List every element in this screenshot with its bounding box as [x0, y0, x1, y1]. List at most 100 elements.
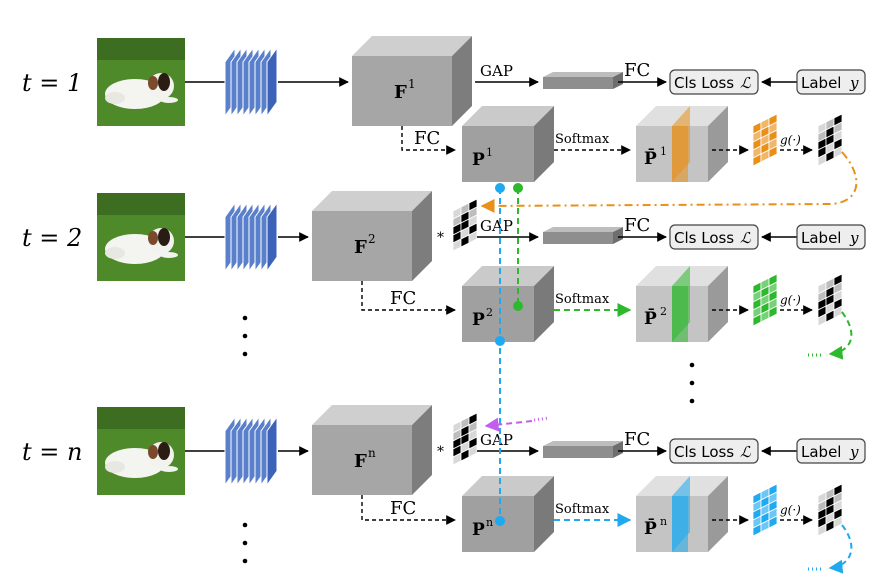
fc-label: FC — [624, 60, 650, 81]
grid-cell — [833, 145, 843, 159]
cube-side — [452, 36, 472, 126]
cube-side — [534, 266, 554, 342]
P-label: P — [472, 520, 485, 540]
F-sup: 2 — [368, 232, 376, 246]
cube-top — [312, 191, 432, 211]
fc-branch-label: FC — [390, 288, 416, 309]
cls-loss-symbol: ℒ — [740, 229, 752, 247]
cube-front — [312, 425, 412, 495]
dog-ear — [158, 228, 170, 246]
grid-cell — [833, 515, 843, 529]
dog-hind — [105, 92, 125, 104]
cls-loss-text: Cls Loss — [674, 74, 734, 92]
fc-label: FC — [624, 215, 650, 236]
photo-grass-dark — [97, 193, 185, 215]
cube-top — [462, 476, 554, 496]
F-sup: 1 — [408, 77, 416, 91]
label-symbol: y — [849, 74, 859, 92]
gap-label: GAP — [480, 62, 513, 80]
cube-side — [534, 476, 554, 552]
binary-mask-icon — [817, 113, 843, 167]
softmax-label: Softmax — [555, 132, 610, 147]
g-func-label: g(·) — [780, 293, 801, 307]
grid-cell — [833, 305, 843, 319]
grid-cell — [468, 444, 478, 458]
cube-side — [708, 266, 728, 342]
attention-grid-icon — [752, 273, 778, 327]
F-cube — [312, 405, 432, 495]
ellipsis-dot — [689, 380, 695, 386]
attention-grid-icon — [752, 113, 778, 167]
label-text: Label — [801, 229, 841, 247]
feature-stack-icon — [224, 46, 278, 118]
ellipsis-dot — [689, 362, 695, 368]
ellipsis-dot — [689, 398, 695, 404]
dog-photo — [97, 193, 185, 281]
grid-cell — [768, 145, 778, 159]
cube-side — [412, 405, 432, 495]
cube-front — [543, 77, 613, 89]
grid-cell — [768, 305, 778, 319]
F-label: F — [354, 451, 367, 472]
blue-dot-bottom — [495, 516, 505, 526]
ellipsis-dot — [242, 558, 248, 564]
fc-branch-label: FC — [414, 128, 440, 149]
Pbar-slice-front — [672, 126, 688, 182]
F-cube — [312, 191, 432, 281]
feature-map-slice — [266, 46, 278, 118]
cube-top — [312, 405, 432, 425]
label-symbol: y — [849, 443, 859, 461]
cube-front — [352, 56, 452, 126]
green-dot-bottom — [513, 301, 523, 311]
fc-elbow-arrow — [361, 495, 456, 525]
label-box — [796, 224, 866, 250]
fc-label: FC — [624, 429, 650, 450]
feature-map-slice — [266, 415, 278, 487]
photo-grass-dark — [97, 38, 185, 60]
binary-mask-icon — [817, 483, 843, 537]
F-label: F — [394, 82, 407, 103]
feature-map-slice — [266, 201, 278, 273]
ellipsis-dot — [242, 351, 248, 357]
dog-photo — [97, 407, 185, 495]
time-step-label: t = 1 — [22, 69, 82, 97]
cube-top — [543, 441, 623, 446]
feature-stack-icon — [224, 415, 278, 487]
orange-feedback-arrow — [480, 151, 858, 213]
feature-stack-icon — [224, 201, 278, 273]
cube-side — [534, 106, 554, 182]
dog-photo — [97, 38, 185, 126]
time-step-label: t = 2 — [22, 224, 82, 252]
grid-mask-icon — [452, 198, 478, 252]
P-cube — [462, 476, 554, 552]
P-label: P — [472, 310, 485, 330]
label-text: Label — [801, 74, 841, 92]
cube-side — [412, 191, 432, 281]
dog-hind — [105, 461, 125, 473]
cube-top — [543, 227, 623, 232]
green-curl-arrow — [828, 311, 853, 360]
cube-side — [613, 441, 623, 458]
gap-label: GAP — [480, 217, 513, 235]
green-dot-top — [513, 183, 523, 193]
ellipsis-dot — [242, 333, 248, 339]
dog-patch — [148, 76, 158, 90]
cube-front — [462, 126, 534, 182]
P-sup: n — [486, 516, 493, 529]
label-box — [796, 438, 866, 464]
pooled-vector — [543, 72, 623, 89]
Pbar-sup: 1 — [660, 145, 667, 158]
Pbar-label: P̄ — [644, 308, 657, 329]
cube-side — [613, 72, 623, 89]
dog-patch — [148, 231, 158, 245]
softmax-label: Softmax — [555, 292, 610, 307]
pooled-vector — [543, 227, 623, 244]
softmax-label: Softmax — [555, 502, 610, 517]
cube-top — [462, 106, 554, 126]
multiply-sign: * — [437, 230, 444, 246]
Pbar-slice-front — [672, 496, 688, 552]
